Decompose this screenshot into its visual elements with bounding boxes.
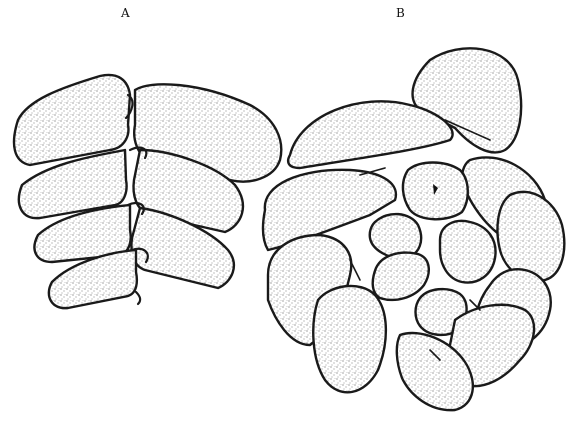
panel-b-chamber-9 <box>373 253 429 300</box>
panel-a-shell <box>14 75 281 308</box>
panel-b-chamber-6 <box>497 192 564 281</box>
panel-b-chamber-8 <box>370 214 421 258</box>
panel-b-chamber-2 <box>288 101 452 168</box>
panel-b-shell <box>263 48 564 410</box>
panel-b-chamber-center <box>440 221 496 283</box>
panel-b-chamber-12 <box>313 286 386 392</box>
